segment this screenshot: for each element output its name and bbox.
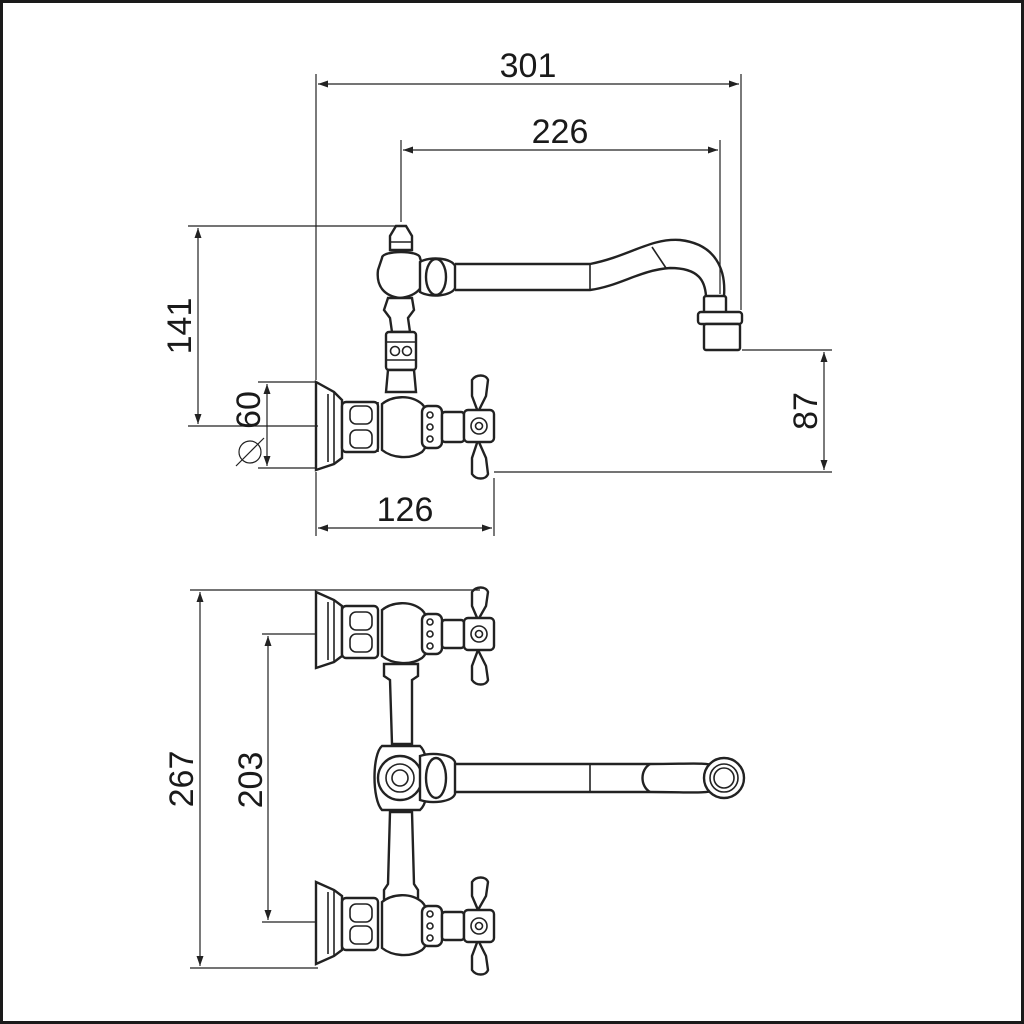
cross-handle — [462, 374, 496, 480]
spout — [455, 238, 744, 352]
dimension-labels: 301 226 141 60 87 126 267 203 — [161, 47, 825, 808]
dim-label-267: 267 — [163, 751, 201, 808]
valve-body — [380, 396, 466, 459]
dim-label-301: 301 — [500, 47, 557, 85]
center-column — [373, 662, 457, 902]
lower-valve — [314, 876, 496, 976]
diameter-symbol — [235, 437, 265, 467]
connector-nut — [340, 400, 380, 454]
dim-label-87: 87 — [787, 392, 825, 430]
dimension-lines — [188, 74, 832, 969]
dim-label-126: 126 — [377, 491, 434, 529]
dim-label-60: 60 — [230, 391, 268, 429]
front-view — [314, 586, 746, 976]
spout-plan — [455, 756, 746, 800]
dim-label-226: 226 — [532, 113, 589, 151]
dim-label-141: 141 — [161, 298, 199, 355]
wall-plate — [314, 379, 344, 472]
upper-valve — [314, 586, 496, 686]
upper-body — [376, 250, 457, 300]
finial — [388, 224, 414, 252]
dim-label-203: 203 — [232, 752, 270, 809]
side-view — [314, 224, 744, 480]
column — [382, 296, 418, 394]
